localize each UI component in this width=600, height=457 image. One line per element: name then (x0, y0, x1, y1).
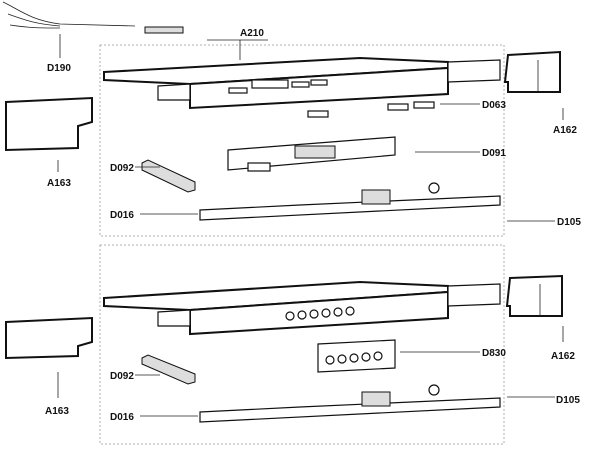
labels-bottom: A162 D830 D092 A163 D016 D105 (45, 348, 580, 423)
label-a163: A163 (47, 178, 71, 189)
button-board-bottom (317, 339, 480, 373)
tray-bottom (103, 280, 501, 336)
label-d092-bottom: D092 (110, 371, 134, 382)
assembly-boundary-bottom (99, 244, 505, 445)
wire-harness (2, 1, 184, 58)
buttons-top (307, 101, 480, 118)
label-d016: D016 (110, 210, 134, 221)
label-d091: D091 (482, 148, 506, 159)
bracket-right-top (503, 50, 564, 120)
label-d063: D063 (482, 100, 506, 111)
ribbon-cable-top (135, 159, 196, 193)
label-a162: A162 (553, 125, 577, 136)
assembly-boundary-top (99, 44, 505, 237)
label-d105: D105 (557, 217, 581, 228)
label-a162-bottom: A162 (551, 351, 575, 362)
main-board-top (140, 182, 555, 222)
label-d016-bottom: D016 (110, 412, 134, 423)
labels-top: D190 A210 D063 A162 A163 D092 D091 D016 … (47, 28, 581, 228)
label-a210: A210 (240, 28, 264, 39)
label-a163-bottom: A163 (45, 406, 69, 417)
bracket-right-bottom (505, 274, 564, 342)
tray-top (103, 39, 501, 110)
bracket-left-top (5, 96, 93, 172)
ribbon-cable-bottom (135, 354, 196, 385)
label-d092: D092 (110, 163, 134, 174)
label-d830: D830 (482, 348, 506, 359)
bracket-left-bottom (5, 316, 93, 398)
main-board-bottom (140, 384, 555, 423)
display-board-top (227, 136, 480, 172)
label-d190: D190 (47, 63, 71, 74)
label-d105-bottom: D105 (556, 395, 580, 406)
